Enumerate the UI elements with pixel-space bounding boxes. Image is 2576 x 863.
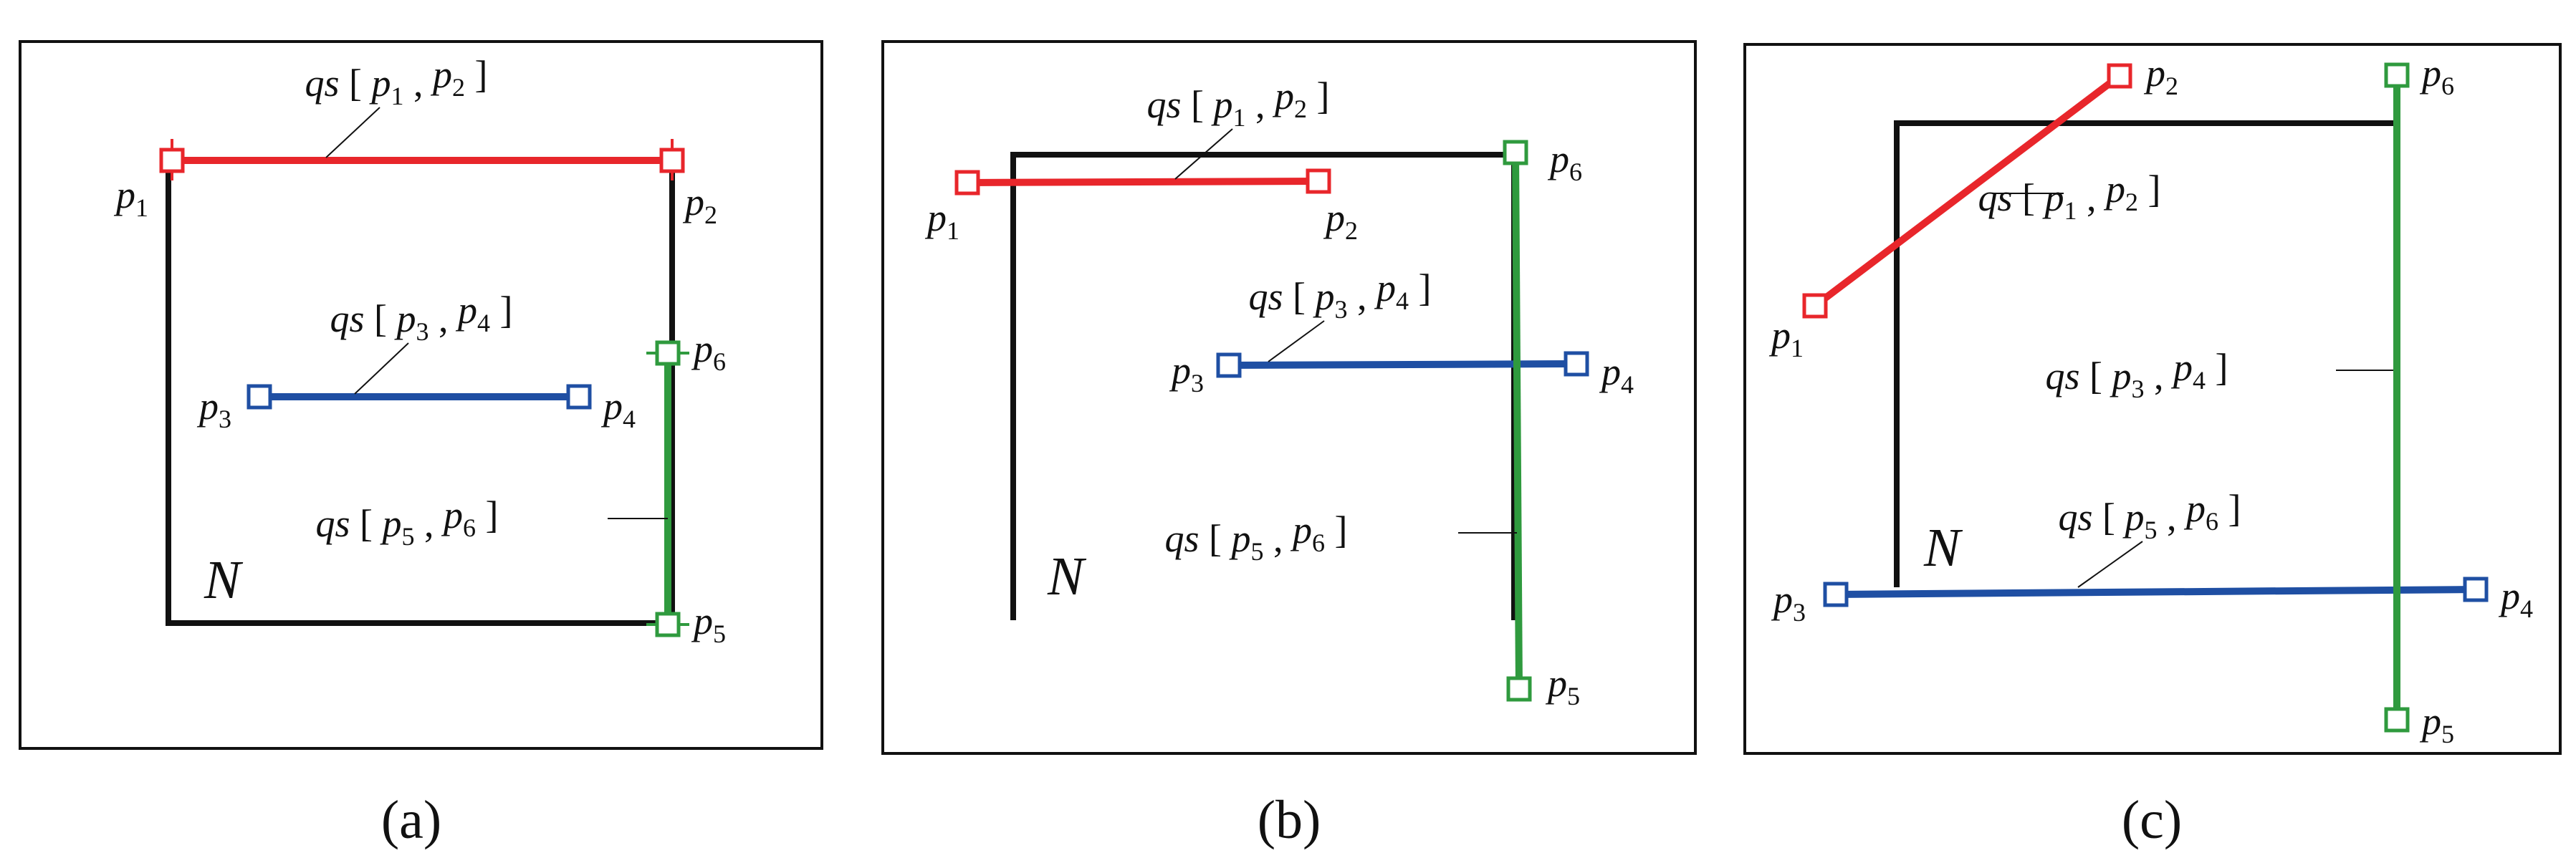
endpoint-marker-p2 (659, 148, 685, 173)
segment-p3-p4 (1228, 360, 1577, 369)
point-label-p1: p1 (924, 196, 959, 245)
region-label: N (1923, 518, 1963, 578)
panel-frame (1743, 43, 2562, 755)
segment-label-2: qs [ p3 , p4 ] (1249, 266, 1432, 324)
point-label-p5: p5 (2419, 700, 2454, 748)
endpoint-marker-p4 (566, 384, 592, 410)
segment-label-1: qs [ p1 , p2 ] (305, 53, 488, 110)
segment-label-3: qs [ p5 , p6 ] (1165, 508, 1348, 566)
endpoint-marker-p4 (1564, 351, 1589, 377)
segment-label-1: qs [ p1 , p2 ] (1978, 168, 2161, 225)
segment-label-2: qs [ p3 , p4 ] (2046, 346, 2228, 403)
point-label-p6: p6 (2419, 52, 2454, 100)
endpoint-marker-p1 (159, 148, 185, 173)
region-label: N (204, 550, 244, 610)
endpoint-marker-p6 (655, 340, 681, 366)
segment-label-2: qs [ p3 , p4 ] (330, 289, 513, 346)
region-label: N (1047, 546, 1087, 607)
point-label-p2: p2 (1323, 196, 1358, 245)
segment-p3-p4 (1835, 586, 2476, 598)
leader-line (1268, 320, 1325, 362)
panel-c: Np1 p2 p3 p4 p5 p6 qs [ p1 , p2 ] qs [ p3 , p4 … (1743, 43, 2562, 850)
endpoint-marker-p5 (2384, 707, 2410, 733)
point-label-p2: p2 (2143, 52, 2178, 100)
panel-caption: (c) (2122, 790, 2182, 850)
endpoint-marker-p4 (2463, 577, 2489, 602)
region-boundary (166, 160, 675, 626)
endpoint-marker-p3 (246, 384, 272, 410)
endpoint-marker-p1 (1802, 293, 1828, 319)
point-label-p6: p6 (1547, 138, 1582, 186)
endpoint-marker-p1 (954, 170, 980, 196)
endpoint-marker-p6 (1503, 140, 1528, 165)
point-label-p2: p2 (682, 180, 717, 229)
leader-line (325, 107, 380, 158)
segment-label-3: qs [ p5 , p6 ] (316, 493, 499, 551)
endpoint-marker-p2 (2107, 63, 2132, 89)
point-label-p6: p6 (691, 327, 726, 376)
point-label-p3: p3 (1169, 349, 1204, 397)
point-label-p1: p1 (1768, 314, 1804, 362)
endpoint-marker-p5 (655, 612, 681, 637)
endpoint-marker-p3 (1216, 352, 1242, 378)
leader-line (354, 342, 409, 395)
endpoint-marker-p5 (1506, 676, 1532, 702)
endpoint-marker-p2 (1306, 168, 1331, 194)
segment-p1-p2 (967, 178, 1319, 186)
point-label-p4: p4 (1599, 350, 1634, 399)
endpoint-marker-p3 (1823, 582, 1849, 607)
leader-line (1174, 128, 1233, 180)
leader-line (2077, 541, 2143, 588)
panel-frame (19, 40, 823, 750)
panel-b: Np1 p2 p3 p4 p5 p6 qs [ p1 , p2 ] qs [ p3 , p4 … (881, 40, 1697, 850)
panel-a: Np1 p2 p3 p4 p5 p6 qs [ p1 , p2 ] qs [ p3 , p4 … (19, 40, 823, 850)
endpoint-marker-p6 (2384, 62, 2410, 88)
segment-p5-p6 (1512, 152, 1523, 690)
panel-frame (881, 40, 1697, 755)
region-boundary (1894, 120, 2400, 587)
segment-p1-p2 (1812, 73, 2122, 309)
point-label-p3: p3 (196, 385, 231, 433)
segment-label-3: qs [ p5 , p6 ] (2059, 487, 2241, 544)
point-label-p3: p3 (1771, 578, 1806, 627)
point-label-p4: p4 (2498, 574, 2533, 623)
point-label-p1: p1 (113, 173, 148, 222)
panel-caption: (b) (1258, 790, 1321, 850)
segment-label-1: qs [ p1 , p2 ] (1147, 74, 1330, 132)
point-label-p4: p4 (600, 385, 636, 433)
point-label-p5: p5 (1545, 662, 1580, 710)
panel-caption: (a) (381, 790, 441, 850)
point-label-p5: p5 (691, 599, 726, 648)
